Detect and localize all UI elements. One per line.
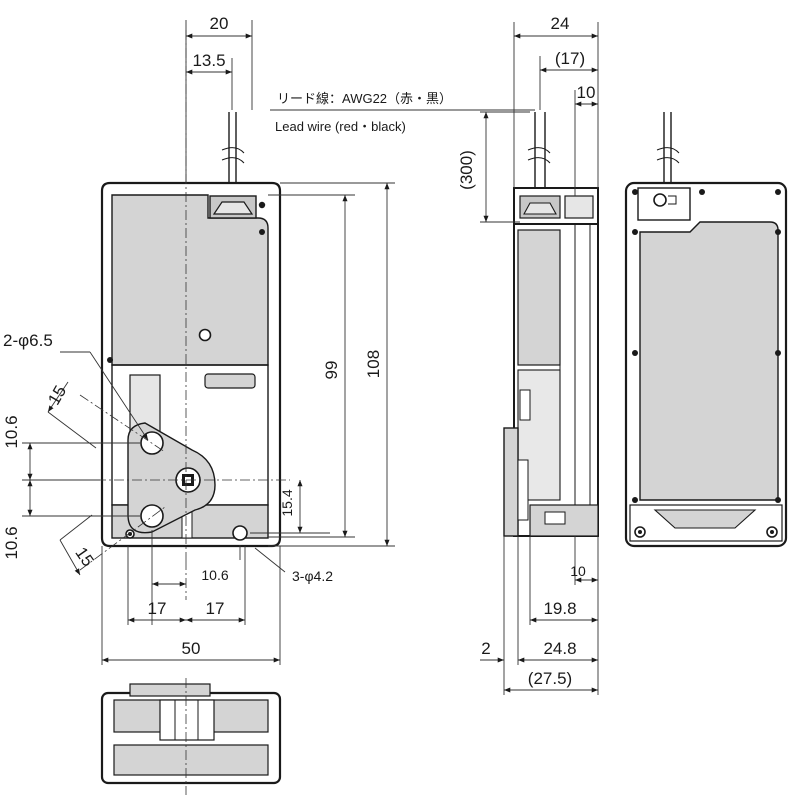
lead-wire-callout: リード線：AWG22（赤・黒） Lead wire (red・black) — [270, 91, 535, 134]
side-view — [503, 112, 599, 537]
dim-24-8: 24.8 — [543, 639, 576, 658]
dim-2: 2 — [481, 639, 490, 658]
front-cover-plate — [111, 194, 269, 366]
dim-10-top: 10 — [577, 83, 596, 102]
dim-15-top: 15 — [44, 382, 70, 408]
dim-17-left: 17 — [148, 599, 167, 618]
side-dimensions: 24 (17) 10 (300) 10 19.8 2 24.8 (27.5) — [457, 14, 599, 695]
back-view — [624, 112, 788, 548]
dim-20: 20 — [210, 14, 229, 33]
lead-wire-label-en: Lead wire (red・black) — [275, 119, 406, 134]
front-bottom-dimensions: 10.6 3-φ4.2 17 17 50 — [101, 530, 333, 665]
dim-50: 50 — [182, 639, 201, 658]
bottom-view — [100, 678, 282, 795]
dim-10-bottom: 10 — [570, 563, 586, 579]
dim-108: 108 — [364, 350, 383, 378]
dim-27-5: (27.5) — [528, 669, 572, 688]
front-top-dimensions: 20 13.5 — [185, 14, 253, 183]
dim-10-6-left-bottom: 10.6 — [2, 526, 21, 559]
dim-10-6-left-top: 10.6 — [2, 415, 21, 448]
dim-2-phi-6-5: 2-φ6.5 — [3, 331, 53, 350]
front-left-dimensions: 2-φ6.5 10.6 10.6 15 15 — [2, 331, 149, 576]
lead-wire-label-jp: リード線：AWG22（赤・黒） — [277, 91, 452, 106]
dim-19-8: 19.8 — [543, 599, 576, 618]
dim-300: (300) — [457, 150, 476, 190]
front-slot — [204, 373, 256, 389]
dim-10-6-bottom: 10.6 — [201, 567, 228, 583]
front-view — [79, 30, 290, 600]
dim-99: 99 — [322, 361, 341, 380]
dim-24: 24 — [551, 14, 570, 33]
dim-3-phi-4-2: 3-φ4.2 — [292, 568, 333, 584]
dim-13-5: 13.5 — [192, 51, 225, 70]
dim-17-paren: (17) — [555, 49, 585, 68]
dim-17-right: 17 — [206, 599, 225, 618]
dim-15-4: 15.4 — [279, 489, 295, 516]
front-right-dimensions: 99 108 15.4 — [250, 182, 395, 547]
